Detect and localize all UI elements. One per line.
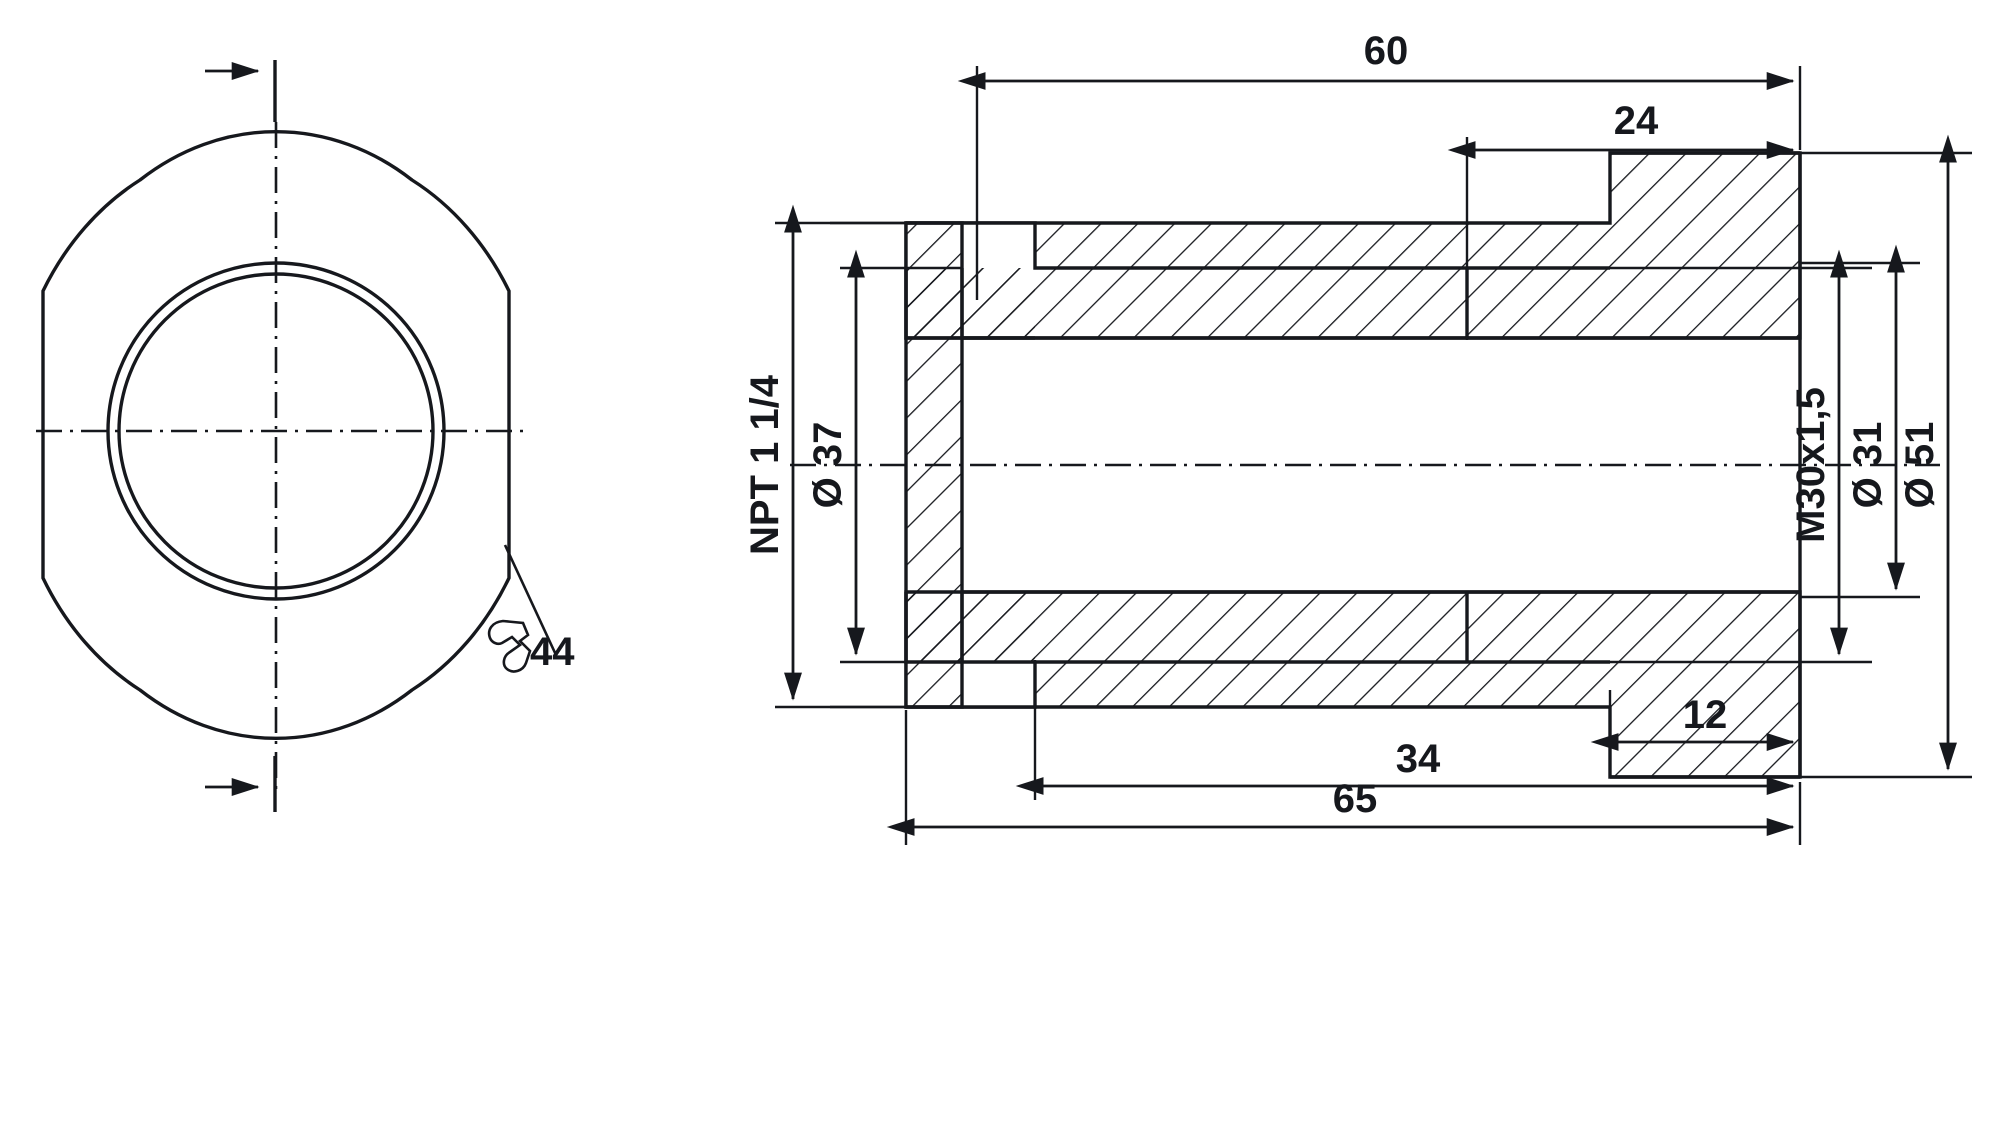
dim-label-60: 60 bbox=[1364, 29, 1409, 73]
bottom-wall-material bbox=[904, 590, 1802, 779]
dim-label-d51: Ø 51 bbox=[1898, 422, 1942, 509]
section-view-group bbox=[790, 151, 1940, 779]
section-arrow-top bbox=[205, 60, 277, 122]
dim-label-m30: M30x1,5 bbox=[1789, 387, 1833, 543]
wrench-icon bbox=[487, 619, 532, 673]
wrench-size-label: 44 bbox=[530, 630, 575, 674]
front-view-group: 44 bbox=[36, 60, 575, 812]
dimension-group: 60 24 NPT 1 1/4 Ø 37 M30x1,5 Ø 3 bbox=[743, 29, 1972, 845]
outer-profile bbox=[41, 129, 511, 741]
top-wall-material bbox=[904, 151, 1802, 340]
dim-label-d31: Ø 31 bbox=[1846, 422, 1890, 509]
section-arrow-bottom bbox=[205, 756, 277, 812]
dim-label-d37: Ø 37 bbox=[806, 422, 850, 509]
dim-label-65: 65 bbox=[1333, 777, 1378, 821]
dim-label-34: 34 bbox=[1396, 737, 1441, 781]
dim-label-12: 12 bbox=[1683, 693, 1728, 737]
wrench-leader bbox=[503, 544, 558, 656]
dim-label-24: 24 bbox=[1614, 99, 1659, 143]
dim-label-npt: NPT 1 1/4 bbox=[743, 374, 787, 555]
